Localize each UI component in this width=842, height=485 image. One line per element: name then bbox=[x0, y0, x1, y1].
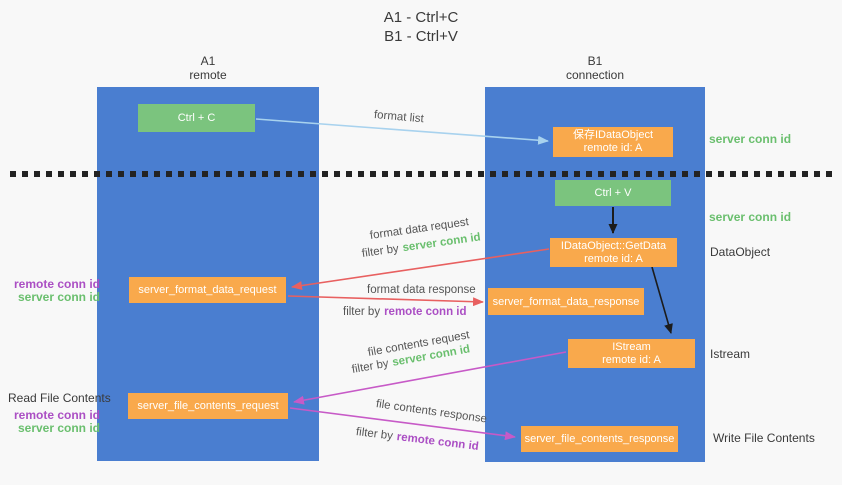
server-conn-id-top-label: server conn id bbox=[709, 132, 792, 146]
save-idataobject-line1: 保存IDataObject bbox=[572, 129, 654, 141]
ctrl-c-box: Ctrl + C bbox=[138, 104, 255, 132]
format-list-arrow bbox=[255, 118, 549, 145]
server-conn-id-text: server conn id bbox=[17, 290, 100, 304]
format-data-request-arrow bbox=[291, 248, 550, 290]
title-line-2: B1 - Ctrl+V bbox=[384, 28, 458, 45]
dataobject-label: DataObject bbox=[710, 245, 771, 259]
format-data-response-label: format data response bbox=[367, 284, 476, 296]
lifeline-b1-name: B1 bbox=[587, 54, 603, 68]
write-file-contents-label: Write File Contents bbox=[713, 431, 815, 445]
server-file-contents-response-label: server_file_contents_response bbox=[524, 433, 675, 445]
istream-box: IStream remote id: A bbox=[568, 339, 695, 368]
idataobject-getdata-box: IDataObject::GetData remote id: A bbox=[550, 238, 677, 267]
server-format-data-request-label: server_format_data_request bbox=[138, 284, 277, 296]
format-data-response-arrow bbox=[287, 295, 484, 307]
lifeline-b1-subtitle: connection bbox=[565, 68, 625, 82]
left-bottom-conn-ids: remote conn id server conn id bbox=[8, 409, 100, 435]
read-file-contents-label: Read File Contents bbox=[8, 391, 111, 405]
ctrl-v-label: Ctrl + V bbox=[594, 187, 632, 199]
getdata-to-istream-arrow bbox=[651, 266, 673, 334]
ctrl-c-label: Ctrl + C bbox=[177, 112, 216, 124]
server-format-data-response-label: server_format_data_response bbox=[492, 295, 640, 308]
save-idataobject-box: 保存IDataObject remote id: A bbox=[553, 127, 673, 157]
istream-line1: IStream bbox=[612, 340, 651, 353]
lifeline-a1-subtitle: remote bbox=[189, 68, 227, 82]
file-contents-request-arrow bbox=[293, 351, 567, 405]
ctrl-v-box: Ctrl + V bbox=[555, 180, 671, 206]
server-file-contents-request-label: server_file_contents_request bbox=[137, 400, 279, 412]
remote-conn-id-text: remote conn id bbox=[13, 408, 100, 422]
server-conn-id-text: server conn id bbox=[17, 421, 100, 435]
getdata-line2: remote id: A bbox=[584, 252, 643, 265]
server-file-contents-request-box: server_file_contents_request bbox=[128, 393, 288, 419]
getdata-line1: IDataObject::GetData bbox=[560, 239, 667, 252]
remote-conn-id-text: remote conn id bbox=[13, 277, 100, 291]
lifeline-a1-header: A1 remote bbox=[97, 54, 319, 82]
title-line-1: A1 - Ctrl+C bbox=[383, 9, 459, 26]
diagram-title: A1 - Ctrl+C B1 - Ctrl+V bbox=[0, 8, 842, 46]
istream-line2: remote id: A bbox=[602, 353, 661, 366]
file-contents-response-arrow bbox=[289, 407, 516, 441]
left-mid-conn-ids: remote conn id server conn id bbox=[8, 278, 100, 304]
server-format-data-response-box: server_format_data_response bbox=[488, 288, 644, 315]
server-conn-id-mid-label: server conn id bbox=[709, 210, 792, 224]
lifeline-b1-header: B1 connection bbox=[485, 54, 705, 82]
save-idataobject-line2: remote id: A bbox=[583, 142, 643, 154]
server-file-contents-response-box: server_file_contents_response bbox=[521, 426, 678, 452]
server-format-data-request-box: server_format_data_request bbox=[129, 277, 286, 303]
istream-side-label: Istream bbox=[710, 347, 751, 361]
filter-by-text: filter by bbox=[343, 306, 381, 318]
remote-conn-id-text: remote conn id bbox=[384, 306, 467, 318]
lifeline-a1-name: A1 bbox=[200, 54, 216, 68]
